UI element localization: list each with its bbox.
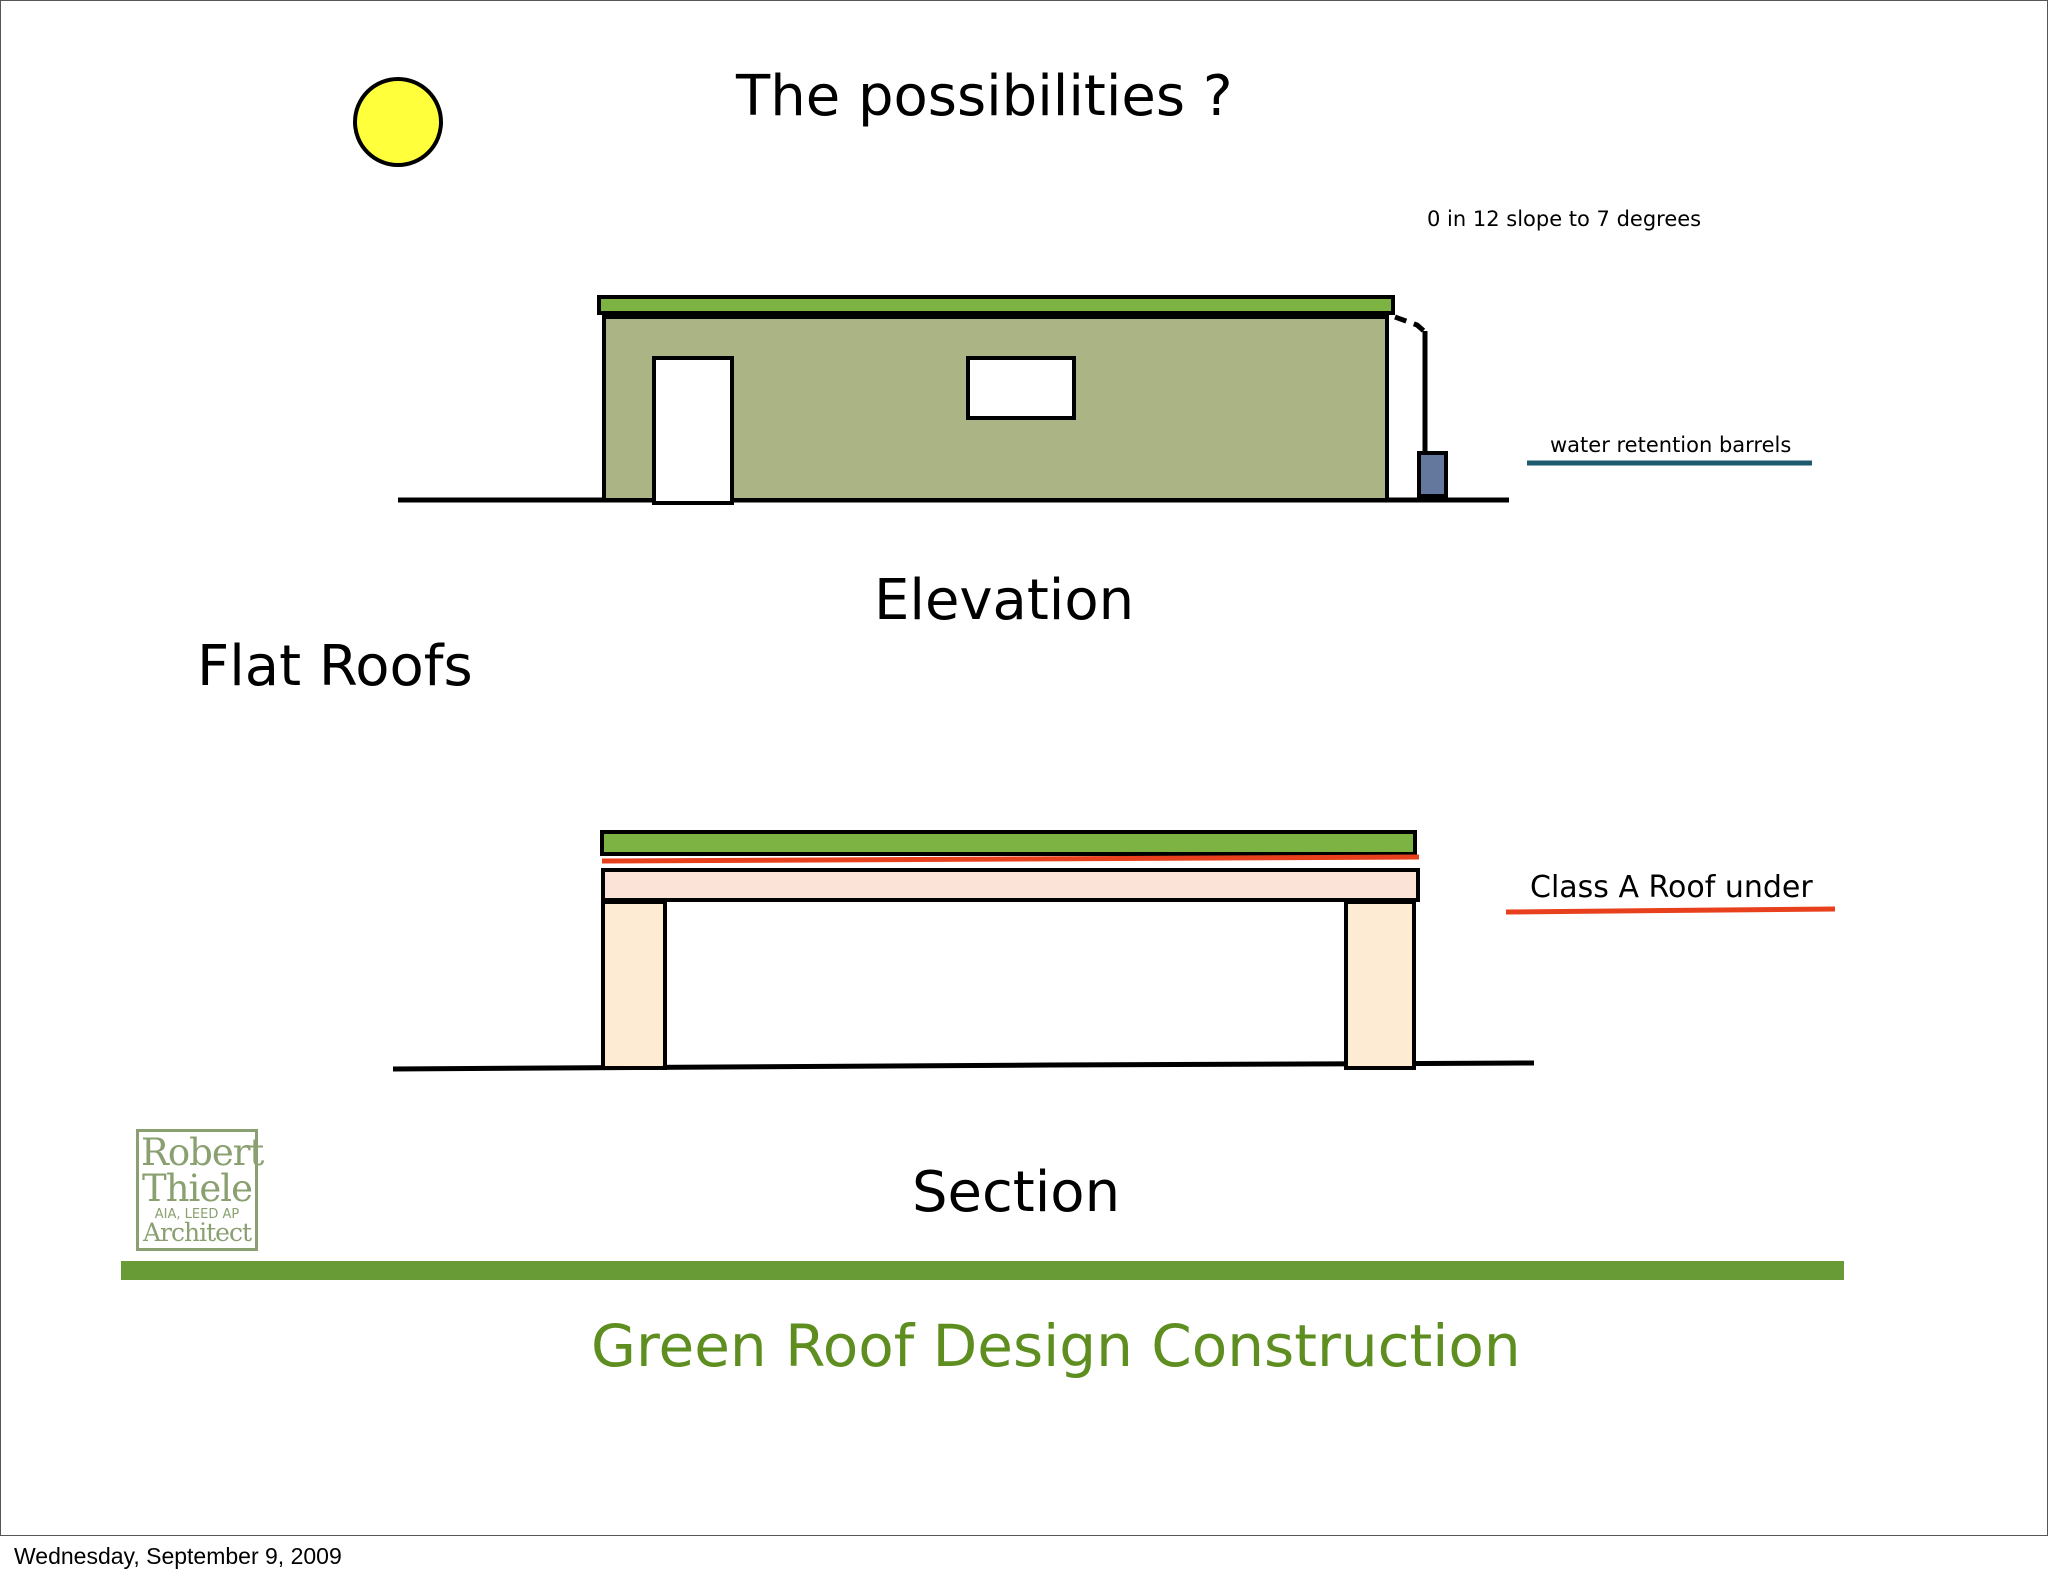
barrels-label: water retention barrels	[1550, 433, 1792, 457]
slide-title: The possibilities ?	[736, 64, 1233, 129]
slope-note: 0 in 12 slope to 7 degrees	[1427, 207, 1702, 231]
footer-title: Green Roof Design Construction	[591, 1312, 1521, 1380]
section-membrane-line	[601, 854, 1420, 864]
section-left-column	[601, 900, 667, 1070]
flat-roofs-label: Flat Roofs	[197, 634, 473, 699]
section-right-column	[1344, 900, 1416, 1070]
slide: The possibilities ? 0 in 12 slope to 7 d…	[0, 0, 2048, 1536]
architect-logo: Robert Thiele AIA, LEED AP Architect	[136, 1129, 264, 1251]
logo-line-1: Robert	[141, 1131, 264, 1174]
class-a-label-underline	[1505, 906, 1836, 915]
elevation-window	[966, 356, 1076, 420]
elevation-door	[652, 356, 734, 505]
sun-icon	[353, 77, 443, 167]
section-green-roof	[600, 830, 1417, 856]
logo-line-3: AIA, LEED AP	[154, 1207, 240, 1222]
section-label: Section	[912, 1160, 1121, 1225]
section-roof-deck	[601, 868, 1420, 902]
date-stamp: Wednesday, September 9, 2009	[14, 1543, 342, 1569]
roof-diagram	[121, 77, 1844, 1280]
logo-line-4: Architect	[143, 1218, 252, 1247]
elevation-gutter	[1394, 314, 1426, 333]
elevation-label: Elevation	[874, 568, 1135, 633]
water-retention-barrel	[1417, 451, 1448, 498]
class-a-roof-label: Class A Roof under	[1530, 870, 1813, 905]
elevation-green-roof	[597, 295, 1395, 315]
logo-line-2: Thiele	[142, 1167, 253, 1210]
footer-green-bar	[121, 1261, 1844, 1280]
